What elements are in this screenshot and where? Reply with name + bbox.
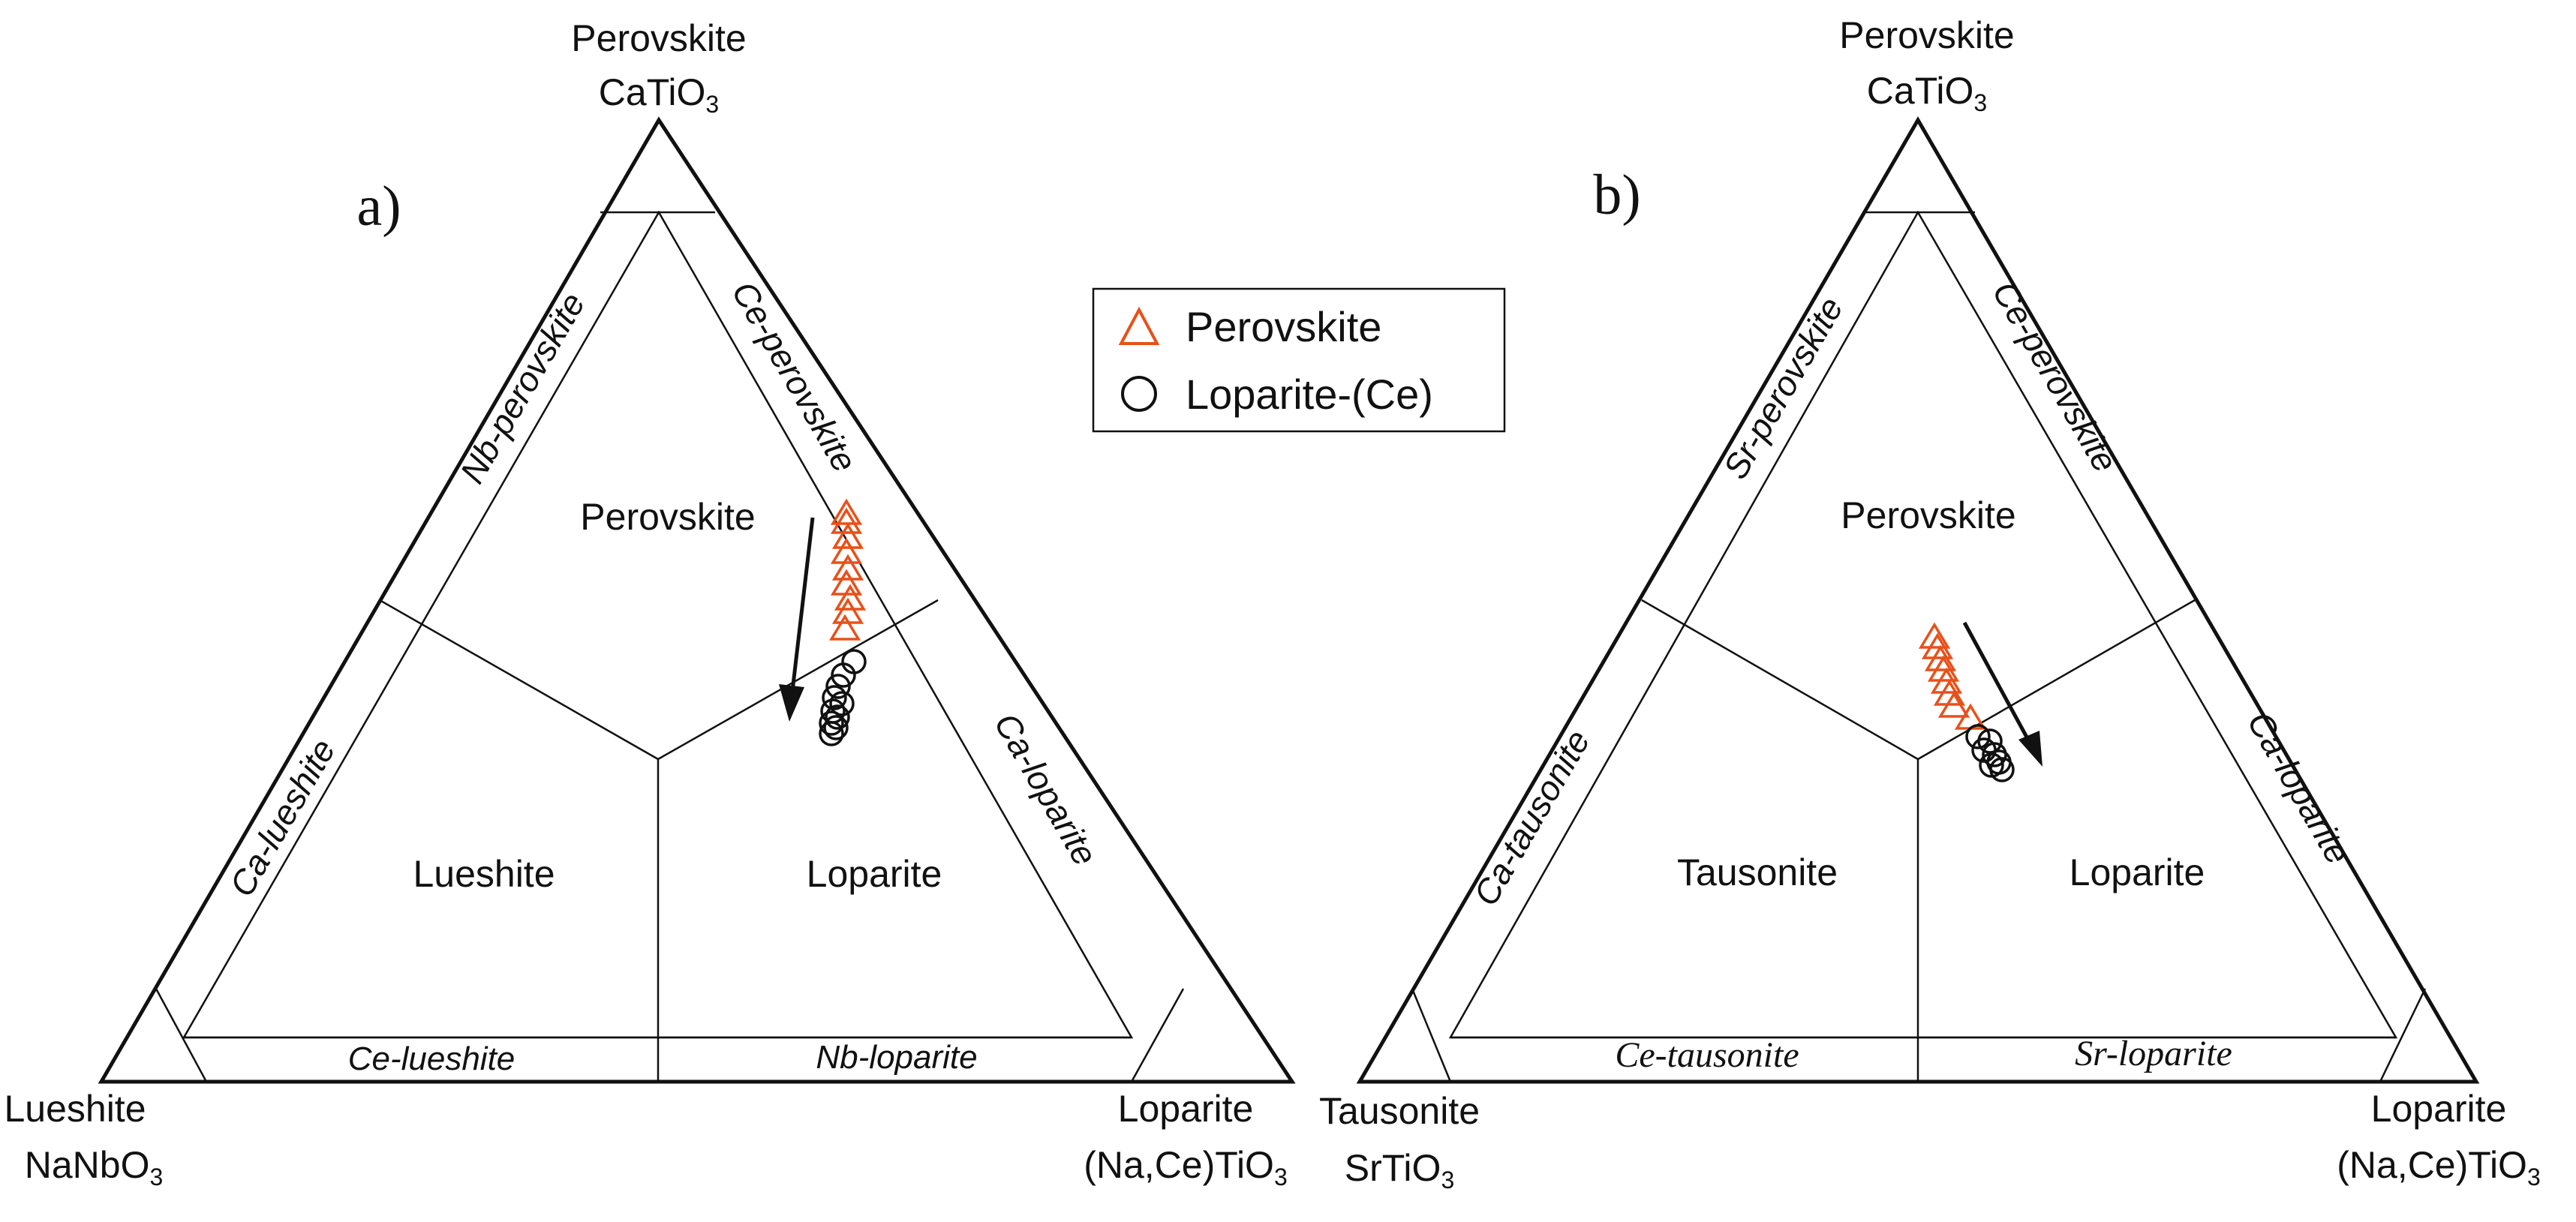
panel-a-edge-lower-right: Ca-loparite	[987, 707, 1105, 872]
panel-a-right-cut	[1130, 988, 1185, 1082]
panel-b-edge-bottom-left: Ce-tausonite	[1615, 1035, 1799, 1075]
panel-b-right-cut	[2379, 988, 2427, 1082]
panel-a-apex-right-formula: (Na,Ce)TiO3	[1084, 1144, 1288, 1190]
panel-b-edge-lower-right: Ca-loparite	[2240, 705, 2358, 871]
panel-a-trend-arrow-shaft	[789, 517, 815, 698]
legend-triangle-icon	[1118, 306, 1160, 345]
panel-b-edge-bottom-right: Sr-loparite	[2075, 1034, 2232, 1073]
panel-b-inner-triangle	[1448, 210, 2398, 1039]
panel-b-field-top: Perovskite	[1841, 494, 2015, 536]
loparite-point	[1965, 724, 1991, 749]
panel-a-apex-top-name: Perovskite	[571, 17, 746, 59]
panel-a-apex-right-name: Loparite	[1118, 1088, 1254, 1130]
loparite-point	[819, 710, 844, 736]
perovskite-point	[834, 584, 867, 611]
perovskite-point	[828, 614, 861, 641]
panel-a-apex-top-formula: CaTiO3	[599, 71, 719, 118]
panel-a-edge-lower-left: Ca-lueshite	[221, 732, 342, 903]
panel-a-outer-triangle	[98, 116, 1296, 1084]
panel-b-field-right: Loparite	[2070, 851, 2205, 893]
loparite-point	[831, 662, 856, 688]
panel-b-boundary-left	[1641, 599, 1919, 761]
perovskite-point	[1933, 679, 1966, 706]
panel-a-edge-bottom-left: Ce-lueshite	[348, 1040, 516, 1077]
legend: Perovskite Loparite-(Ce)	[1092, 287, 1506, 433]
loparite-point	[1989, 757, 2015, 782]
panel-a-edge-left: Nb-perovskite	[452, 286, 593, 490]
legend-box	[1092, 287, 1506, 433]
panel-a-field-right: Loparite	[807, 853, 942, 895]
panel-a-field-left: Lueshite	[413, 853, 555, 895]
panel-b-edge-left: Sr-perovskite	[1715, 290, 1850, 485]
panel-b-field-left: Tausonite	[1677, 851, 1838, 893]
perovskite-point	[831, 554, 864, 581]
perovskite-point	[831, 522, 864, 549]
panel-b-perovskite-points	[1918, 622, 1987, 730]
panel-b-apex-right-formula: (Na,Ce)TiO3	[2337, 1144, 2541, 1190]
panel-b: Perovskite CaTiO3 Tausonite SrTiO3 Lopar…	[1319, 14, 2541, 1193]
panel-a-perovskite-points	[828, 498, 867, 641]
panel-a: Perovskite CaTiO3 Lueshite NaNbO3 Lopari…	[4, 17, 1296, 1190]
perovskite-point	[1924, 644, 1957, 671]
panel-a-apex-left-name: Lueshite	[4, 1088, 146, 1130]
panel-b-left-cut	[1411, 988, 1452, 1082]
panel-a-trend-arrow-head	[779, 684, 804, 722]
loparite-point	[829, 691, 855, 716]
panel-a-apex-left-formula: NaNbO3	[25, 1144, 164, 1190]
panel-b-boundary-right	[1917, 599, 2196, 761]
panel-b-apex-top-name: Perovskite	[1839, 14, 2014, 56]
loparite-point	[822, 685, 847, 710]
perovskite-point	[1927, 655, 1960, 682]
panel-b-apex-left-name: Tausonite	[1319, 1090, 1480, 1132]
legend-circle-icon	[1121, 376, 1157, 412]
panel-b-apex-top-formula: CaTiO3	[1867, 70, 1987, 116]
loparite-point	[823, 715, 849, 740]
loparite-point	[825, 704, 850, 730]
panel-a-field-top: Perovskite	[580, 496, 755, 538]
panel-b-trend-arrow-shaft	[1962, 621, 2032, 744]
legend-label-perovskite: Perovskite	[1186, 303, 1381, 350]
legend-label-loparite: Loparite-(Ce)	[1186, 371, 1433, 418]
panel-b-loparite-points	[1965, 724, 2015, 782]
perovskite-point	[830, 537, 863, 564]
loparite-point	[825, 674, 851, 699]
loparite-point	[819, 721, 844, 746]
panel-a-boundary-left	[379, 599, 659, 761]
panel-a-loparite-points	[819, 649, 867, 746]
panel-a-edge-bottom-right: Nb-loparite	[816, 1039, 977, 1076]
panel-a-label: a)	[356, 175, 401, 238]
panel-b-label: b)	[1593, 164, 1640, 227]
perovskite-point	[830, 507, 863, 534]
panel-b-apex-right-name: Loparite	[2371, 1088, 2507, 1130]
panel-a-left-cut	[155, 988, 208, 1082]
perovskite-point	[1921, 632, 1954, 659]
perovskite-point	[1930, 667, 1963, 694]
panel-b-trend-arrow-head	[2018, 731, 2042, 767]
panel-b-edge-lower-left: Ca-tausonite	[1465, 723, 1597, 912]
panel-b-apex-left-formula: SrTiO3	[1345, 1147, 1454, 1193]
perovskite-point	[1918, 622, 1951, 649]
perovskite-point	[830, 498, 863, 525]
panel-a-boundary-right	[657, 599, 939, 761]
perovskite-point	[1937, 691, 1970, 718]
